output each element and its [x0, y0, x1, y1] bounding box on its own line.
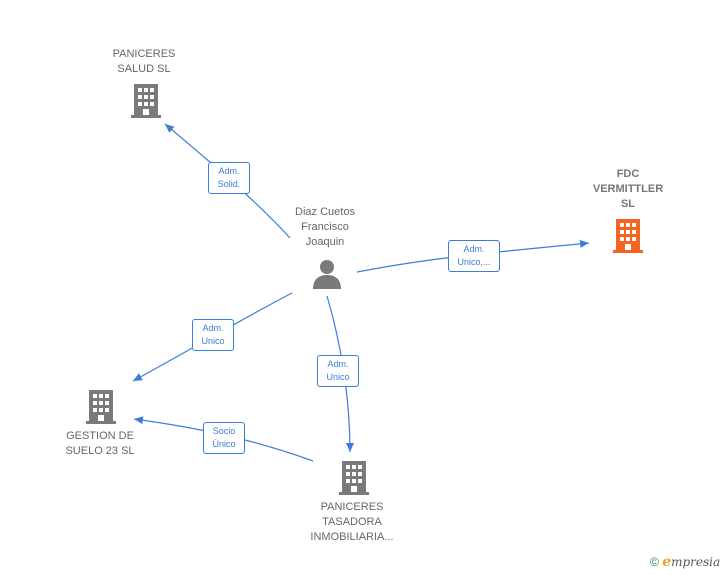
node-label-diaz-cuetos[interactable]: Diaz Cuetos Francisco Joaquin: [295, 206, 355, 248]
node-label-paniceres-tasadora[interactable]: PANICERES TASADORA INMOBILIARIA...: [310, 501, 394, 543]
copyright-icon: ©: [650, 555, 659, 569]
node-label-paniceres-salud[interactable]: PANICERES SALUD SL: [112, 48, 176, 75]
edge-label-adm-unico-gestion: Adm. Unico: [192, 319, 234, 351]
paniceres-salud-building-icon[interactable]: [131, 84, 161, 118]
fdc-vermittler-building-icon[interactable]: [613, 219, 643, 253]
node-label-fdc-vermittler[interactable]: FDC VERMITTLER SL: [592, 168, 664, 210]
empresia-footer: © empresia: [650, 554, 720, 570]
empresia-logo: empresia: [662, 554, 721, 570]
node-label-gestion-suelo[interactable]: GESTION DE SUELO 23 SL: [65, 430, 135, 457]
paniceres-tasadora-building-icon[interactable]: [339, 461, 369, 495]
edge-label-adm-solid: Adm. Solid.: [208, 162, 250, 194]
person-icon[interactable]: [313, 260, 341, 289]
gestion-suelo-building-icon[interactable]: [86, 390, 116, 424]
edge-label-adm-unico-tasadora: Adm. Unico: [317, 355, 359, 387]
edge-label-socio-unico: Socio Único: [203, 422, 245, 454]
edge-label-adm-unico-fdc: Adm. Unico,...: [448, 240, 500, 272]
